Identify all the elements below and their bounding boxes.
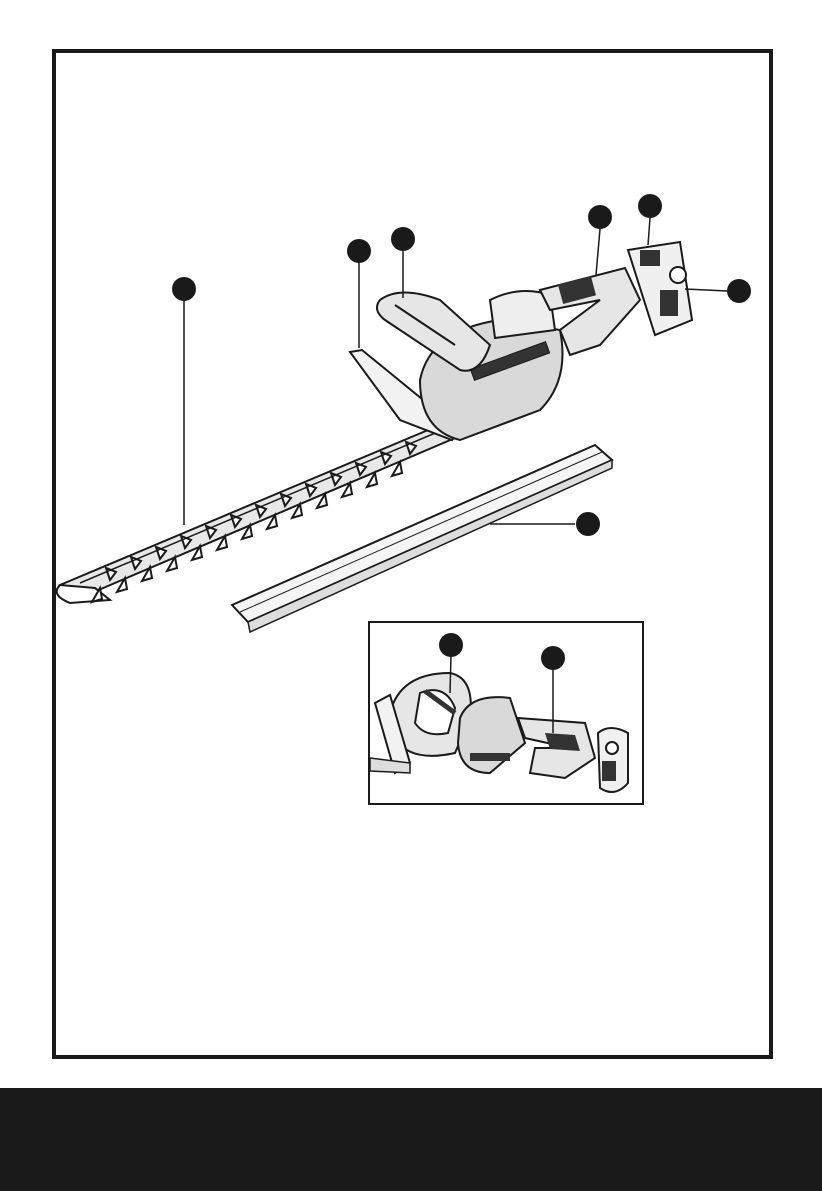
inset-detail-panel	[368, 621, 644, 805]
footer-bar	[0, 1088, 822, 1191]
battery-release-callout	[727, 279, 751, 303]
blade-assembly	[57, 425, 455, 603]
inset-rear-switch-callout	[541, 646, 565, 670]
blade-callout	[172, 277, 196, 301]
blade-sheath-callout	[576, 512, 600, 536]
rear-handle-callout	[588, 205, 612, 229]
hand-guard-callout	[347, 239, 371, 263]
blade-sheath	[232, 445, 612, 632]
front-handle-callout	[391, 227, 415, 251]
inset-illustration	[370, 623, 642, 803]
battery-pack	[628, 242, 692, 335]
inset-front-switch-callout	[439, 633, 463, 657]
battery-callout	[638, 194, 662, 218]
